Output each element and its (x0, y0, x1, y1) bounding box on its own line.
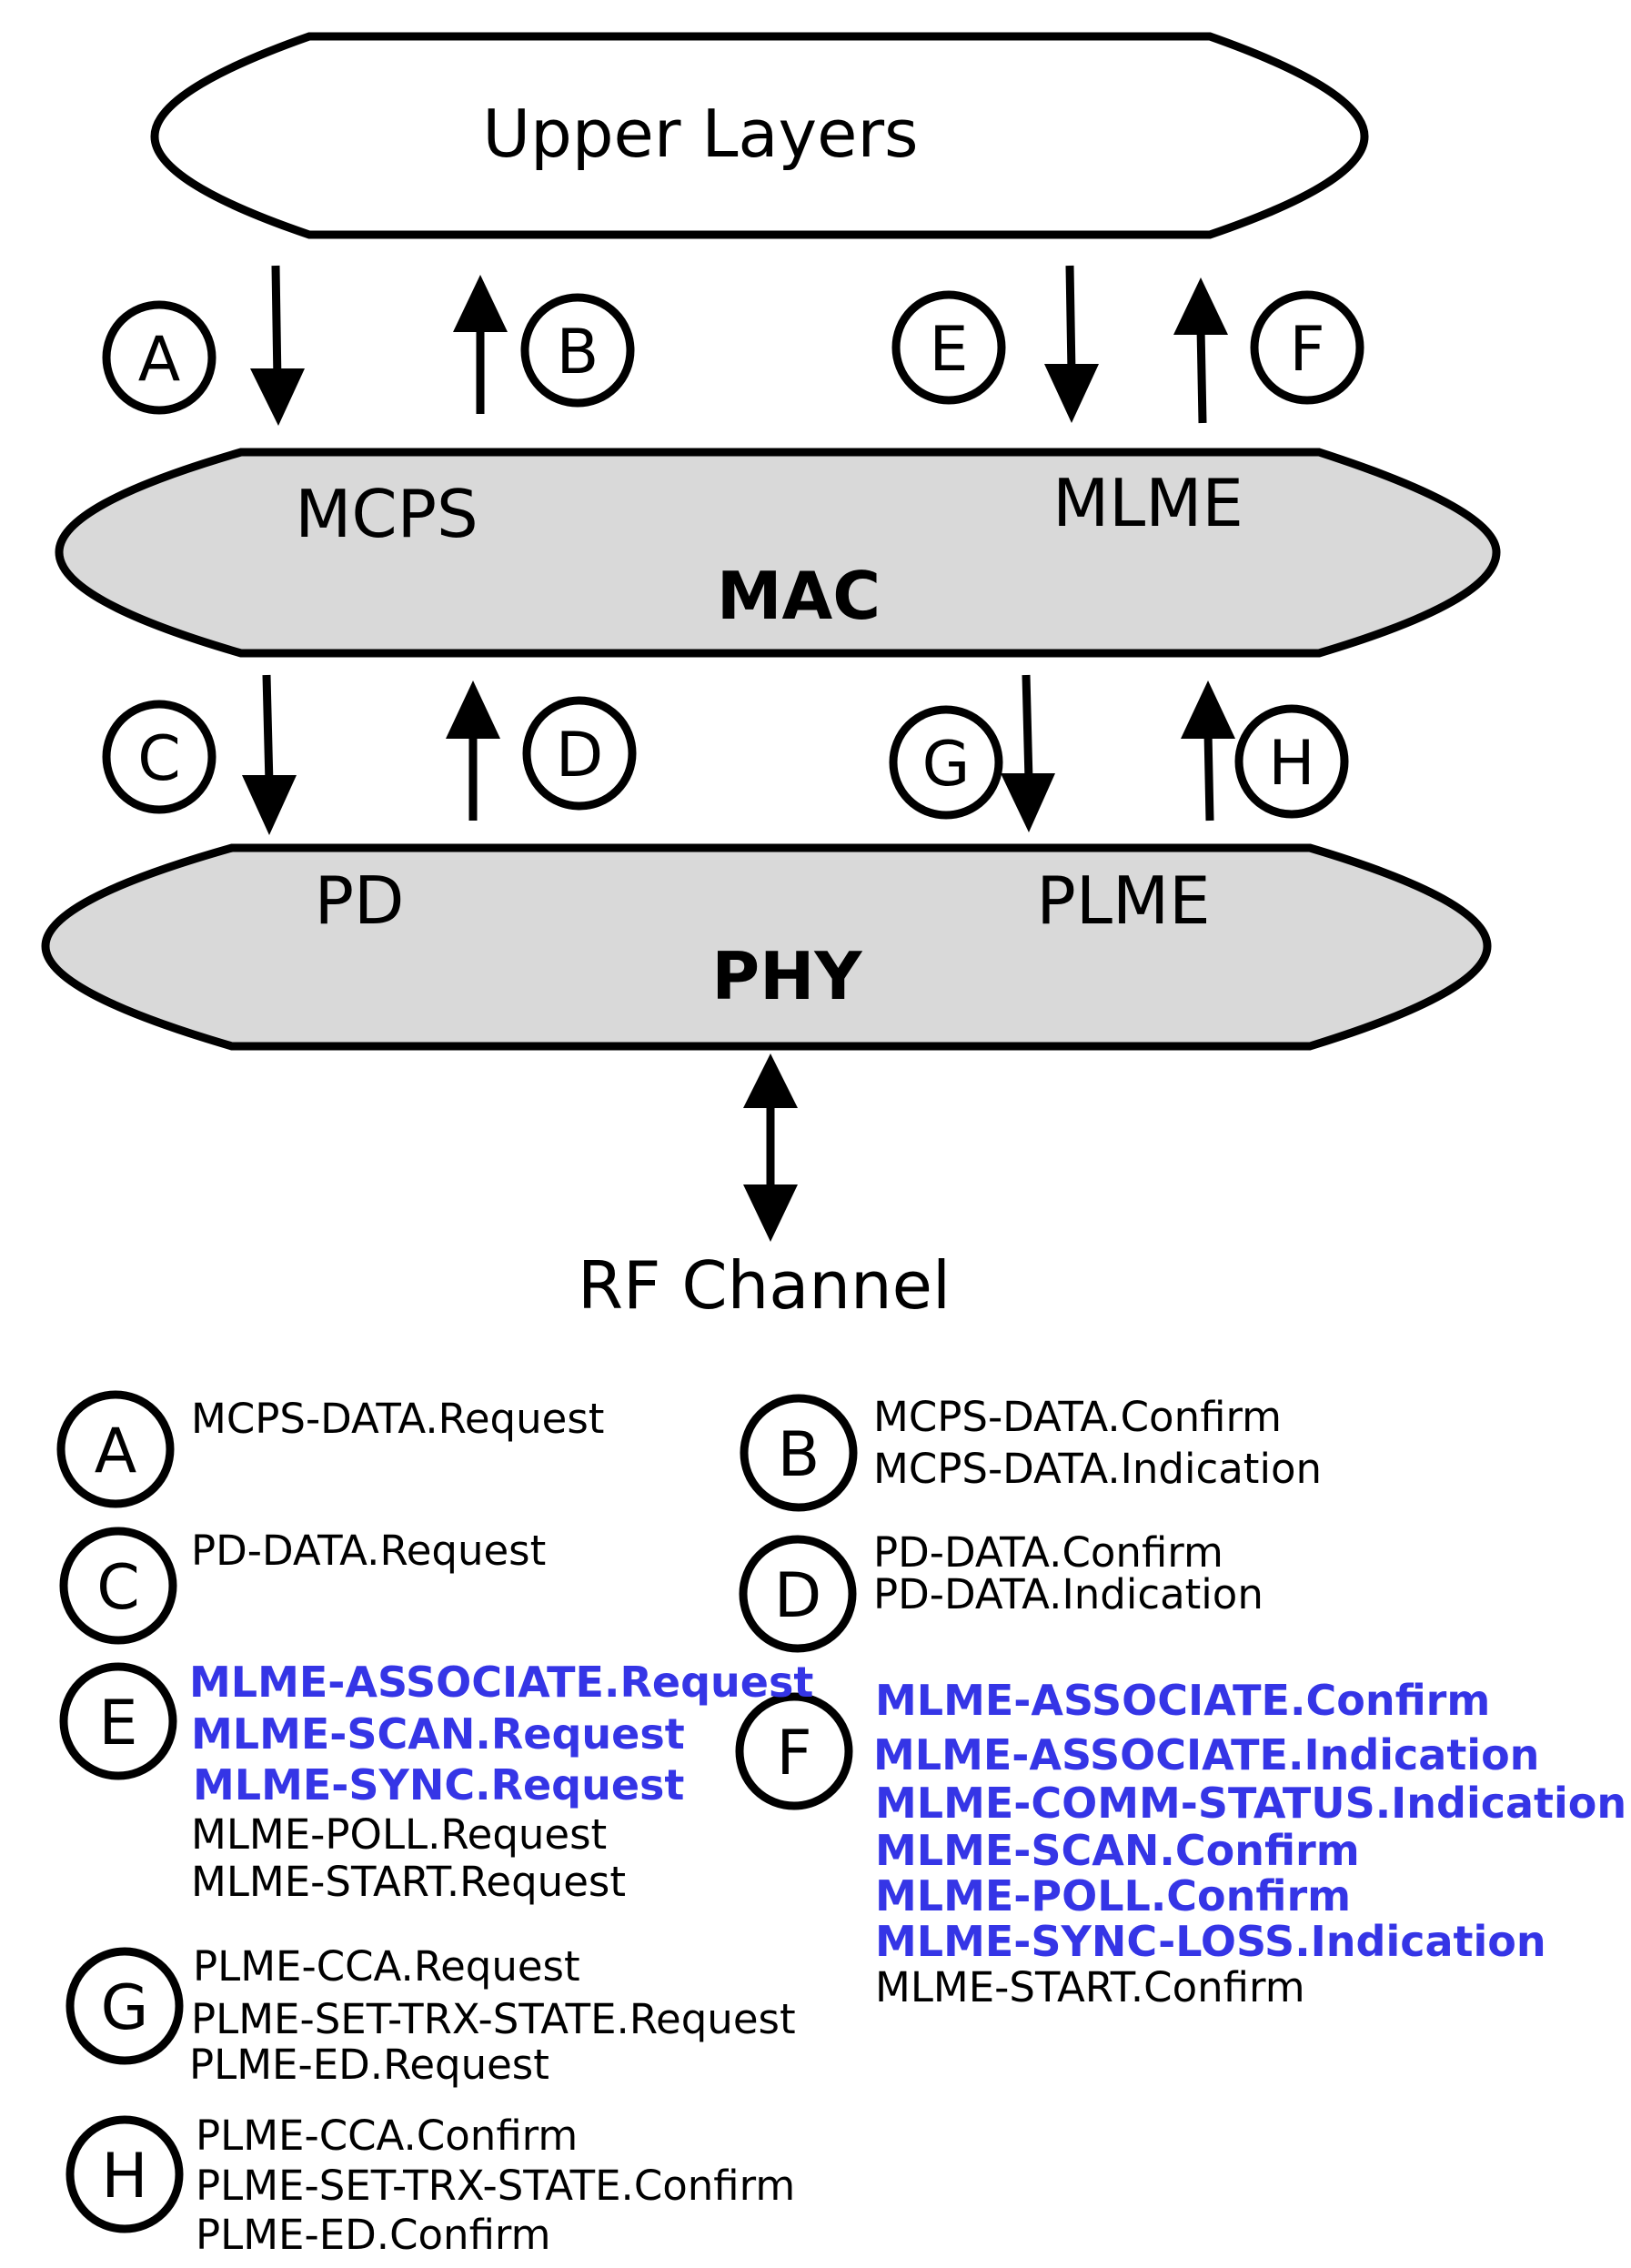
legend-marker-c: C (59, 1527, 177, 1645)
arrow-f-up (1173, 277, 1228, 424)
legend-f-line: MLME-START.Confirm (875, 1963, 1305, 2011)
svg-text:D: D (774, 1560, 821, 1632)
legend-e-line-highlighted: MLME-SCAN.Request (191, 1709, 685, 1759)
arrow-d-up (446, 680, 500, 821)
svg-text:H: H (101, 2141, 147, 2213)
arrow-b-up (453, 275, 508, 414)
legend-g-line: PLME-ED.Request (189, 2041, 549, 2089)
marker-c: C (102, 700, 216, 814)
legend-f-line-highlighted: MLME-ASSOCIATE.Confirm (875, 1676, 1490, 1725)
legend-marker-h: H (65, 2115, 184, 2233)
rf-channel-label: RF Channel (578, 1247, 951, 1324)
legend-d-line: PD-DATA.Indication (873, 1570, 1264, 1618)
svg-text:G: G (922, 729, 971, 801)
svg-text:F: F (776, 1718, 811, 1789)
legend-e-line: MLME-POLL.Request (191, 1810, 607, 1859)
svg-text:E: E (99, 1688, 138, 1759)
marker-a: A (102, 300, 216, 415)
upper-layers-shape (150, 32, 1369, 239)
marker-b: B (520, 293, 635, 408)
legend-h-line: PLME-CCA.Confirm (196, 2112, 578, 2160)
legend-b-line: MCPS-DATA.Indication (873, 1445, 1322, 1493)
mac-layer-shape (55, 448, 1501, 658)
legend-f-line-highlighted: MLME-SYNC-LOSS.Indication (875, 1917, 1546, 1966)
arrow-e-down (1044, 265, 1099, 423)
arrow-a-down (250, 265, 305, 426)
legend-marker-d: D (739, 1535, 857, 1653)
legend-a-line: MCPS-DATA.Request (191, 1395, 604, 1443)
svg-text:H: H (1268, 728, 1314, 800)
marker-h: H (1234, 704, 1349, 819)
svg-text:A: A (138, 324, 181, 396)
legend-c-line: PD-DATA.Request (191, 1527, 546, 1575)
phy-title: PHY (711, 938, 862, 1014)
mac-title: MAC (717, 558, 881, 634)
svg-text:A: A (95, 1416, 137, 1487)
svg-text:D: D (556, 720, 603, 791)
marker-f: F (1250, 290, 1364, 405)
legend-marker-f: F (735, 1692, 853, 1810)
legend-f-line-highlighted: MLME-COMM-STATUS.Indication (875, 1779, 1626, 1828)
svg-text:E: E (930, 314, 969, 386)
mlme-label: MLME (1052, 465, 1243, 541)
marker-d: D (522, 696, 637, 811)
arrow-rf-bidirectional (743, 1053, 798, 1242)
arrow-c-down (242, 674, 297, 835)
legend-e-line-highlighted: MLME-SYNC.Request (193, 1760, 684, 1809)
legend-marker-e: E (59, 1662, 177, 1780)
svg-text:G: G (101, 1972, 149, 2044)
legend-f-line-highlighted: MLME-SCAN.Confirm (875, 1826, 1360, 1875)
marker-g: G (889, 705, 1003, 820)
legend-h-line: PLME-ED.Confirm (196, 2211, 550, 2259)
legend-f-line-highlighted: MLME-POLL.Confirm (875, 1871, 1351, 1920)
legend-e-line: MLME-START.Request (191, 1858, 626, 1906)
svg-text:B: B (557, 317, 599, 388)
legend-marker-a: A (56, 1390, 175, 1508)
pd-label: PD (315, 862, 405, 939)
arrow-h-up (1181, 680, 1235, 822)
svg-text:F: F (1289, 314, 1324, 386)
legend-marker-b: B (740, 1394, 858, 1512)
legend-g-line: PLME-CCA.Request (193, 1942, 580, 1991)
legend-marker-g: G (65, 1947, 184, 2065)
upper-layers-label: Upper Layers (482, 96, 918, 172)
phy-layer-shape (41, 843, 1492, 1051)
mcps-label: MCPS (295, 476, 478, 552)
legend-f-line-highlighted: MLME-ASSOCIATE.Indication (873, 1730, 1539, 1779)
legend-h-line: PLME-SET-TRX-STATE.Confirm (196, 2162, 795, 2210)
legend-d-line: PD-DATA.Confirm (873, 1528, 1223, 1577)
legend-g-line: PLME-SET-TRX-STATE.Request (191, 1995, 796, 2043)
svg-text:B: B (778, 1419, 821, 1491)
marker-e: E (891, 290, 1006, 405)
arrow-g-down (1001, 674, 1055, 832)
plme-label: PLME (1036, 862, 1210, 939)
svg-text:C: C (96, 1552, 139, 1624)
legend-e-line-highlighted: MLME-ASSOCIATE.Request (189, 1658, 813, 1707)
legend-b-line: MCPS-DATA.Confirm (873, 1393, 1282, 1441)
svg-text:C: C (137, 723, 180, 795)
